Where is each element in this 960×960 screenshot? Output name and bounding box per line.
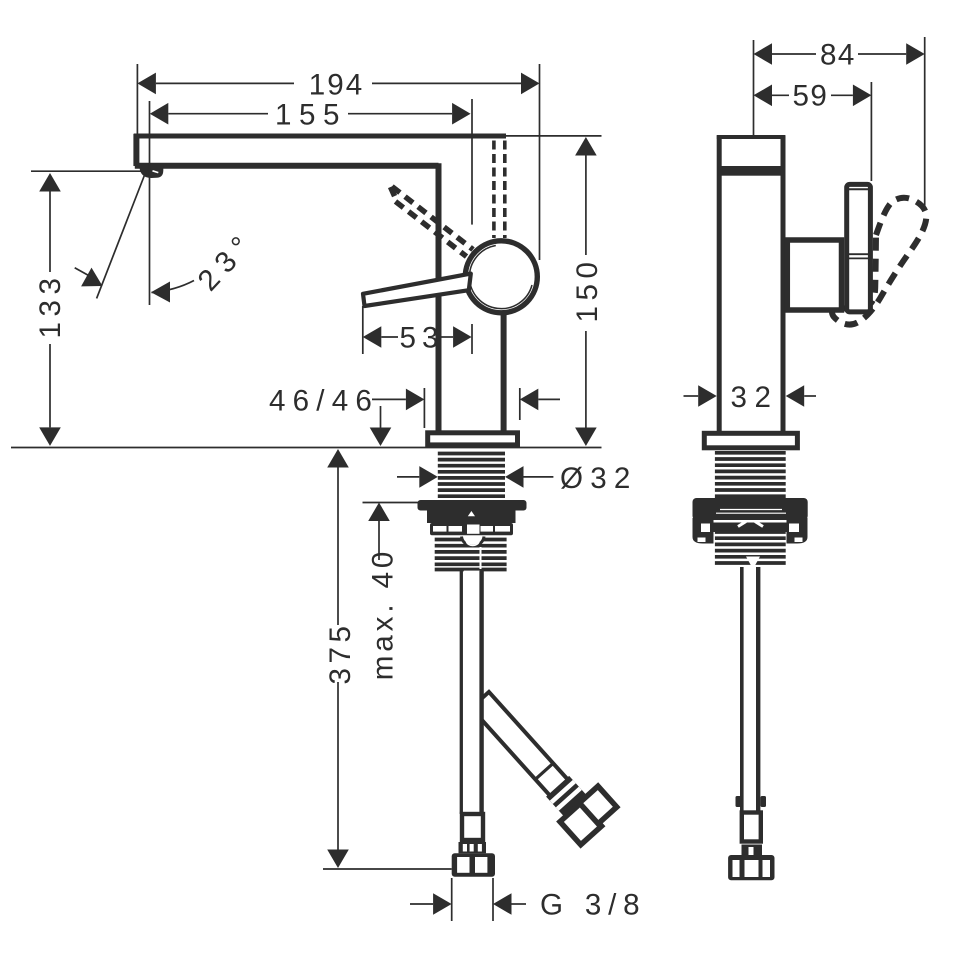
- svg-text:150: 150: [571, 257, 604, 323]
- svg-text:max. 40: max. 40: [367, 548, 400, 681]
- svg-text:G 3/8: G 3/8: [540, 889, 646, 922]
- svg-text:155: 155: [275, 99, 347, 132]
- svg-text:375: 375: [324, 622, 357, 685]
- svg-text:32: 32: [731, 381, 779, 414]
- svg-text:53: 53: [400, 322, 445, 355]
- svg-text:133: 133: [34, 273, 67, 339]
- svg-text:84: 84: [820, 38, 856, 71]
- svg-text:Ø32: Ø32: [560, 462, 638, 495]
- svg-text:194: 194: [309, 68, 364, 101]
- svg-text:46/46: 46/46: [269, 384, 379, 417]
- svg-text:59: 59: [792, 80, 828, 113]
